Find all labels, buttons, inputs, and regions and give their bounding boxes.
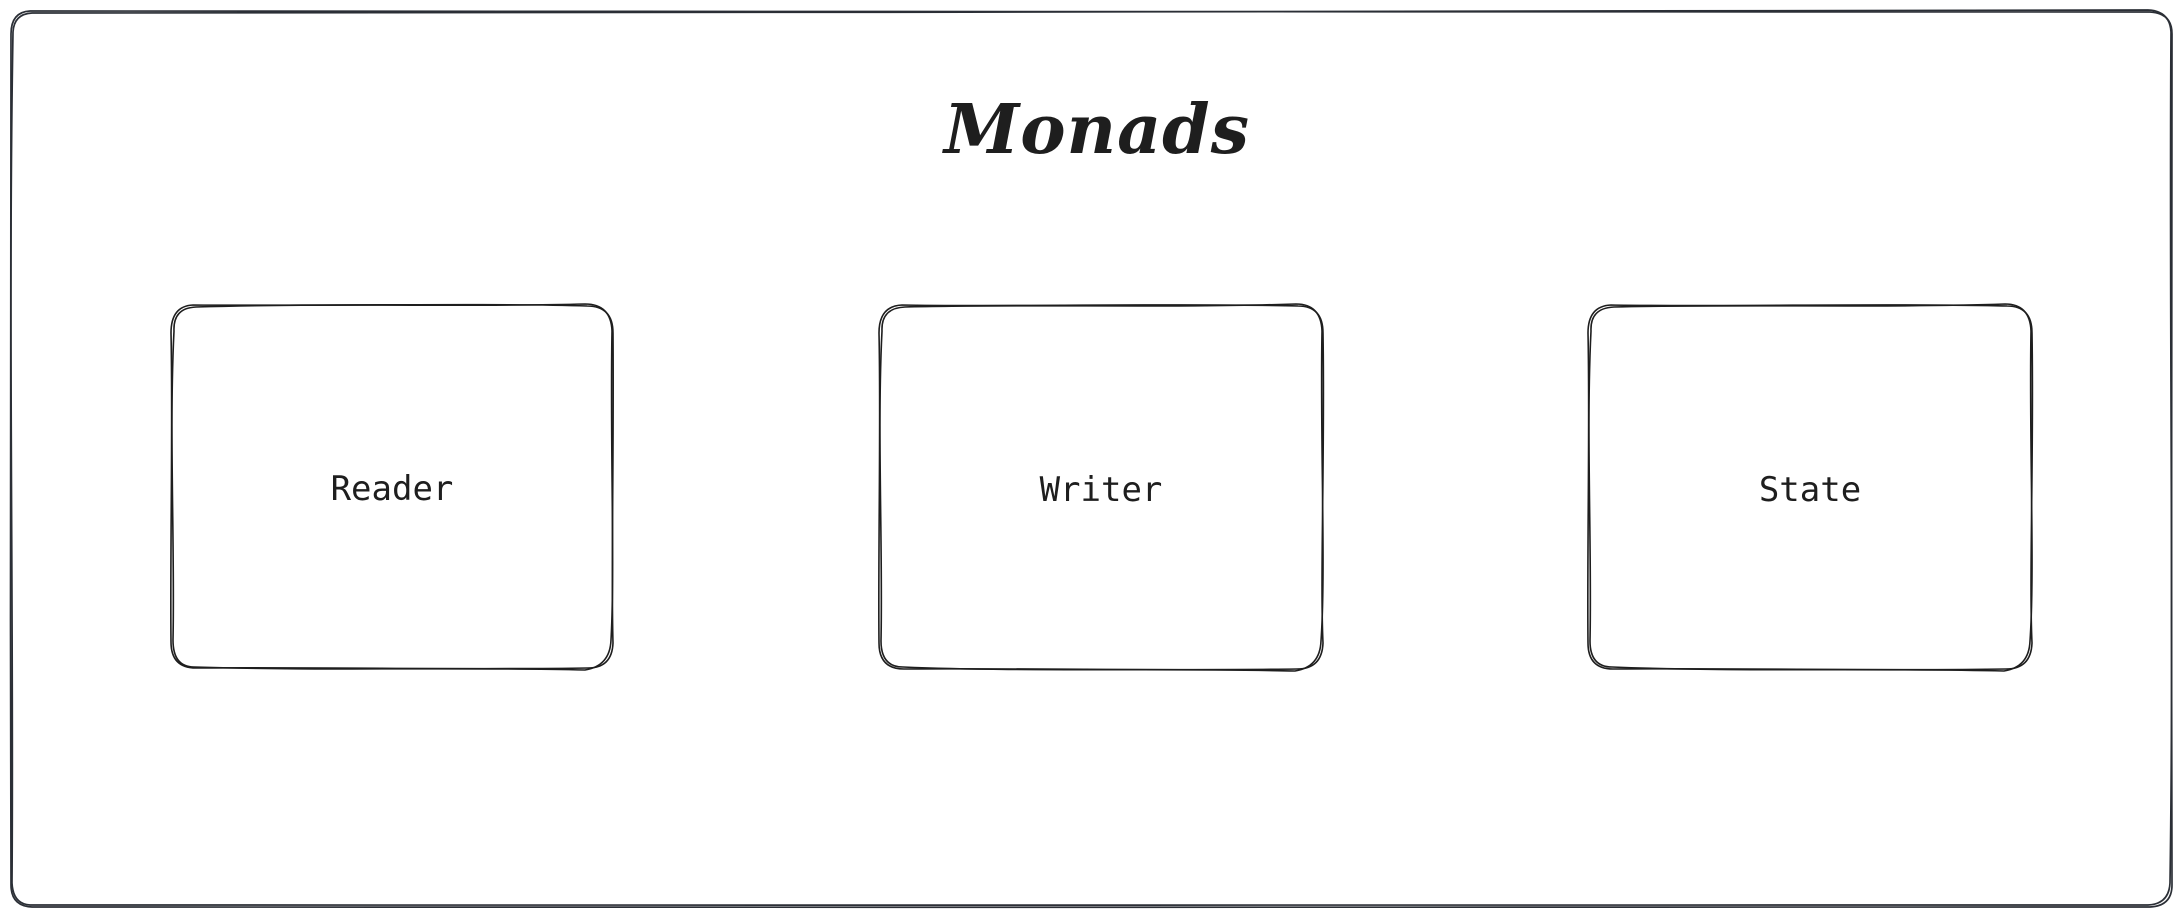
- box-reader[interactable]: Reader: [169, 303, 615, 671]
- box-label-writer: Writer: [1040, 470, 1163, 510]
- box-writer[interactable]: Writer: [877, 303, 1325, 672]
- outer-frame[interactable]: [9, 9, 2174, 909]
- diagram-title[interactable]: Monads: [942, 90, 1250, 170]
- box-state[interactable]: State: [1586, 303, 2034, 672]
- box-label-reader: Reader: [331, 469, 454, 509]
- box-label-state: State: [1759, 470, 1861, 510]
